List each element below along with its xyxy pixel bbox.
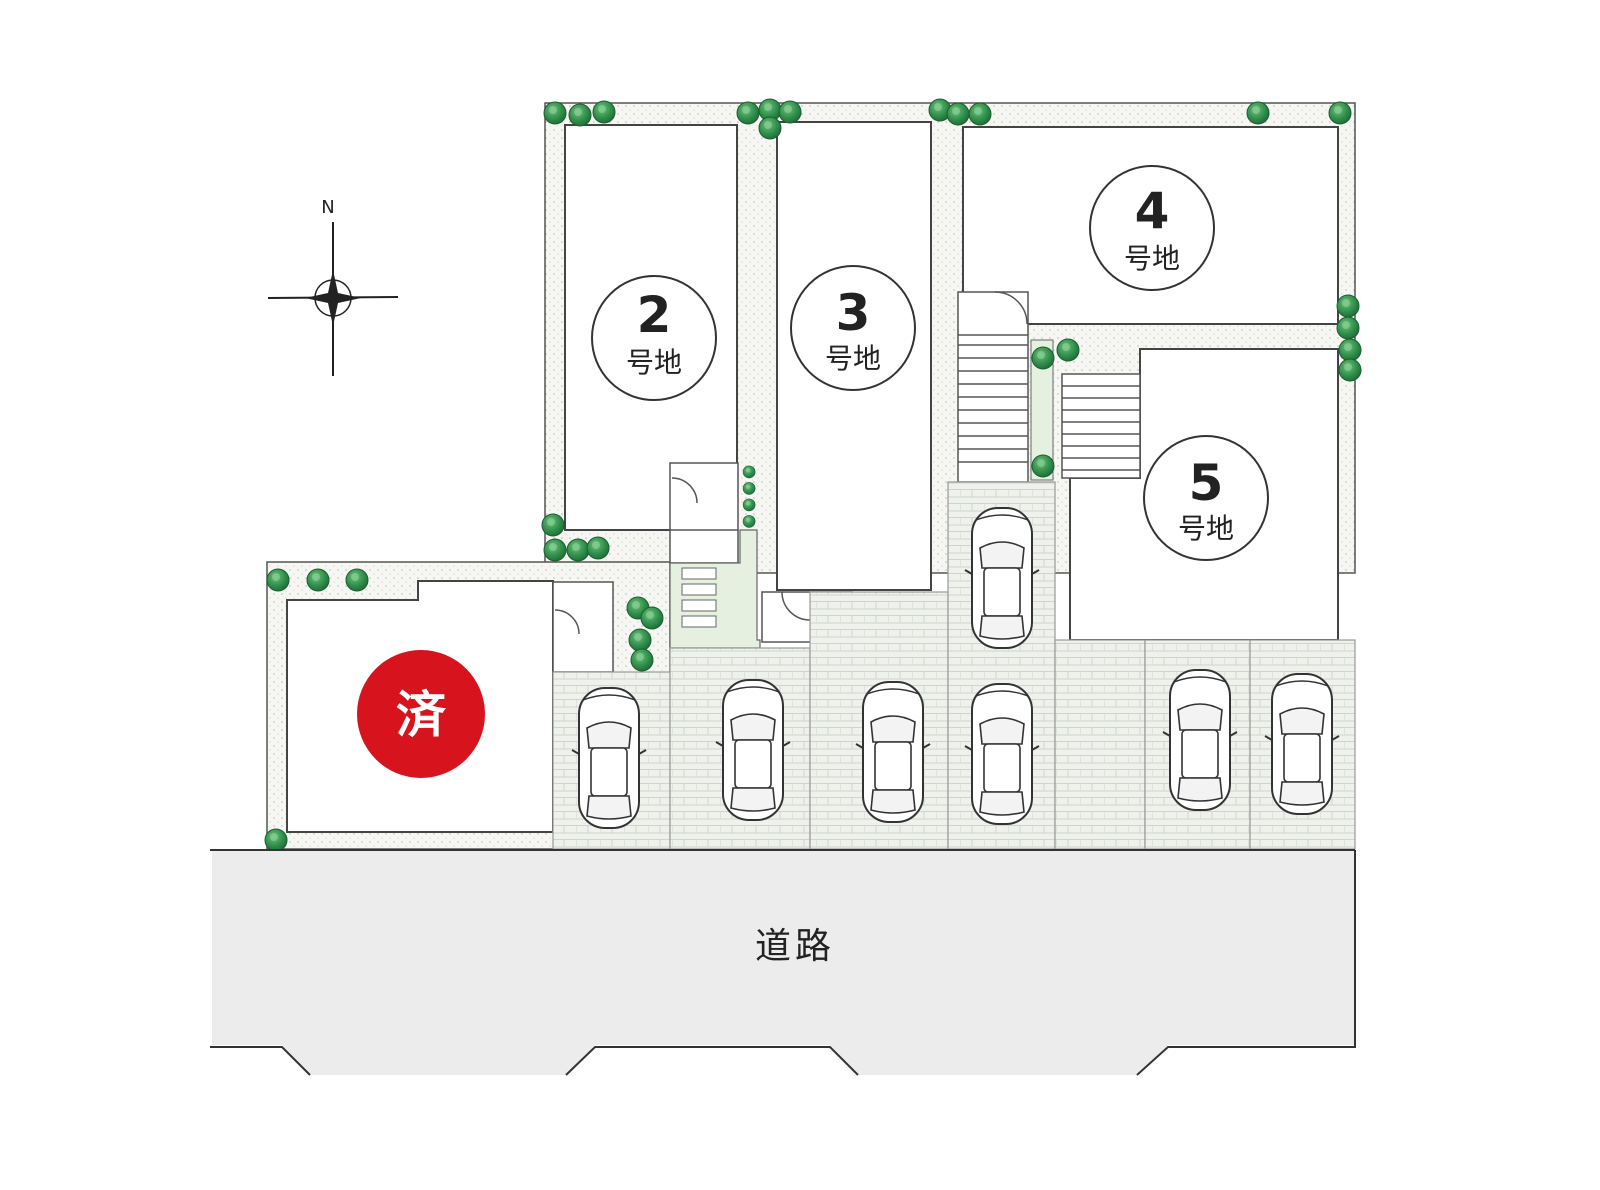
- tree-icon: [543, 101, 567, 125]
- tree-icon: [640, 606, 664, 630]
- tree-icon: [742, 498, 756, 512]
- lot-2-number: 2: [637, 286, 672, 344]
- tree-icon: [742, 515, 756, 528]
- tree-icon: [266, 568, 290, 592]
- lot-5-number: 5: [1189, 454, 1224, 512]
- car-icon: [964, 683, 1040, 825]
- tree-icon: [1246, 101, 1270, 125]
- tree-icon: [1056, 338, 1080, 362]
- tree-icon: [758, 116, 782, 140]
- tree-icon: [1338, 338, 1362, 362]
- car-icon: [964, 507, 1040, 649]
- sold-badge-label: 済: [396, 686, 447, 744]
- tree-icon: [568, 103, 592, 127]
- tree-icon: [1336, 294, 1360, 318]
- tree-icon: [1338, 358, 1362, 382]
- road: 道路: [210, 849, 1356, 1076]
- lot-5[interactable]: 5 号地: [1069, 348, 1339, 641]
- tree-icon: [264, 828, 288, 852]
- car-icon: [1162, 669, 1238, 811]
- compass-north-label: N: [321, 197, 334, 218]
- lot-3-unit: 号地: [825, 342, 881, 375]
- tree-icon: [628, 628, 652, 652]
- lot-4[interactable]: 4 号地: [962, 126, 1339, 325]
- tree-icon: [1031, 346, 1055, 370]
- parking-area: [552, 481, 1356, 850]
- lot-4-unit: 号地: [1124, 242, 1180, 275]
- tree-icon: [742, 482, 756, 495]
- road-label: 道路: [755, 926, 835, 967]
- tree-icon: [946, 102, 970, 126]
- tree-icon: [1336, 316, 1360, 340]
- car-icon: [855, 681, 931, 823]
- tree-icon: [306, 568, 330, 592]
- tree-icon: [543, 538, 567, 562]
- sold-badge: 済: [357, 650, 485, 778]
- lot-1-sold[interactable]: 済: [286, 580, 554, 833]
- car-icon: [715, 679, 791, 821]
- tree-icon: [541, 513, 565, 537]
- car-icon: [571, 687, 647, 829]
- tree-icon: [736, 101, 760, 125]
- lot-3-number: 3: [836, 284, 871, 342]
- lot-5-unit: 号地: [1178, 512, 1234, 545]
- lot-3[interactable]: 3 号地: [776, 121, 932, 591]
- car-icon: [1264, 673, 1340, 815]
- tree-icon: [968, 102, 992, 126]
- tree-icon: [1328, 101, 1352, 125]
- tree-icon: [1031, 454, 1055, 478]
- tree-icon: [566, 538, 590, 562]
- compass-rose-icon: [305, 270, 361, 326]
- tree-icon: [592, 100, 616, 124]
- lot-4-number: 4: [1135, 182, 1170, 240]
- tree-icon: [630, 648, 654, 672]
- tree-icon: [742, 465, 756, 479]
- lot-2-unit: 号地: [626, 346, 682, 379]
- compass: N: [267, 197, 399, 376]
- tree-icon: [586, 536, 610, 560]
- tree-icon: [778, 100, 802, 124]
- tree-icon: [345, 568, 369, 592]
